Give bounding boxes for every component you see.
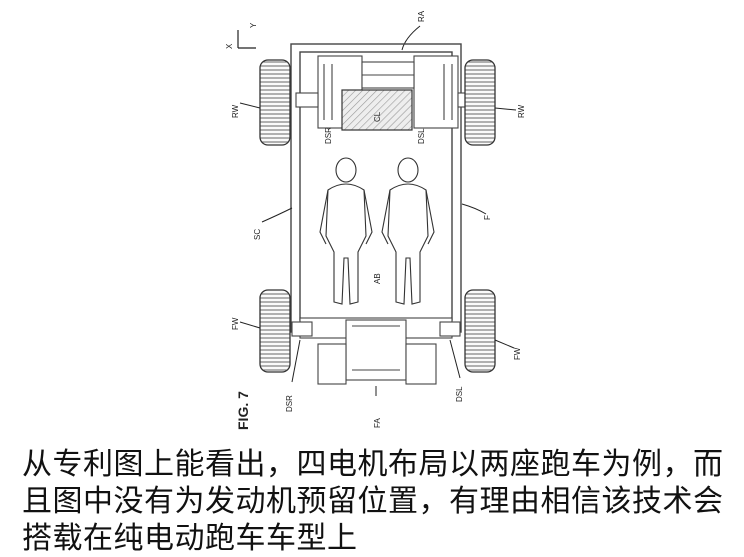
leader-f xyxy=(461,203,487,215)
control-unit-box xyxy=(341,89,413,131)
axis-label-y: Y xyxy=(249,22,258,28)
front-drive-unit xyxy=(291,317,461,385)
label-sc: SC xyxy=(253,229,262,240)
label-dsr-top: DSR xyxy=(324,127,333,144)
figure-number: FIG. 7 xyxy=(235,391,251,430)
leader-dsr-bottom xyxy=(291,339,301,383)
leader-rw-right xyxy=(494,107,517,111)
patent-figure: X Y RA CL DSR DSL RW RW AB SC xyxy=(225,10,526,430)
leader-fw-left xyxy=(239,321,261,329)
leader-rw-left xyxy=(239,102,261,109)
rear-drive-unit xyxy=(295,55,481,129)
leader-dsl-bottom xyxy=(449,339,461,379)
label-fw-right: FW xyxy=(513,347,522,360)
label-fw-left: FW xyxy=(231,317,240,330)
patent-drawing: X Y RA CL DSR DSL RW RW AB SC xyxy=(225,10,526,430)
label-cl: CL xyxy=(373,111,382,122)
label-dsl-bottom: DSL xyxy=(455,386,464,402)
label-dsr-bottom: DSR xyxy=(285,395,294,412)
rear-right-wheel xyxy=(464,59,496,146)
axis-indicator xyxy=(237,30,256,49)
label-f: F xyxy=(483,215,492,220)
axis-label-x: X xyxy=(225,43,234,49)
label-ab: AB xyxy=(373,273,382,284)
front-right-wheel xyxy=(464,289,496,373)
leader-fw-right xyxy=(494,339,515,349)
right-occupant xyxy=(381,157,435,305)
leader-sc xyxy=(261,207,293,223)
left-occupant xyxy=(319,157,373,305)
label-ra: RA xyxy=(417,10,426,22)
label-rw-right: RW xyxy=(517,104,526,118)
article-caption: 从专利图上能看出，四电机布局以两座跑车为例，而且图中没有为发动机预留位置，有理由… xyxy=(22,447,724,556)
leader-ra xyxy=(401,25,421,51)
label-rw-left: RW xyxy=(231,104,240,118)
label-fa: FA xyxy=(373,418,382,428)
rear-left-wheel xyxy=(259,59,291,146)
label-dsl-top: DSL xyxy=(417,128,426,144)
front-left-wheel xyxy=(259,289,291,373)
